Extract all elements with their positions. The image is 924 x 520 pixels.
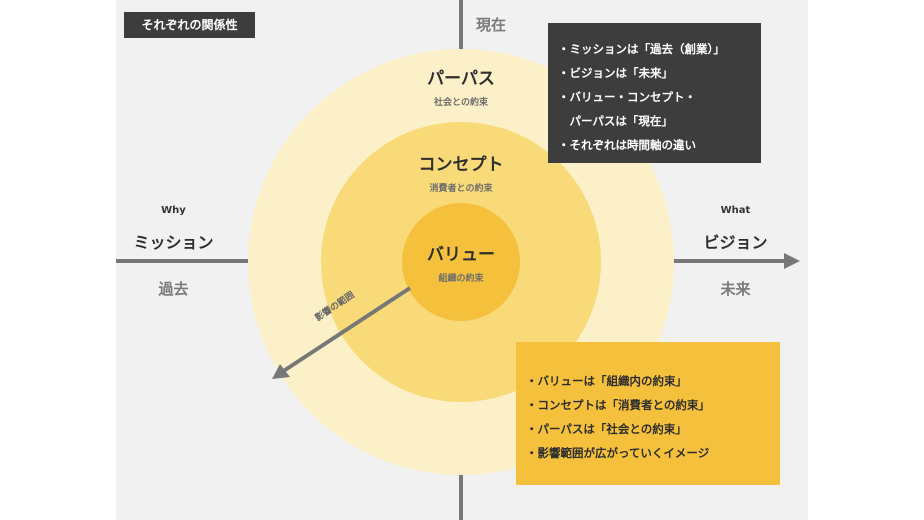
concept-title: コンセプト [418, 155, 504, 175]
horizontal-axis-right [673, 259, 789, 263]
vision-label: ビジョン [703, 233, 768, 252]
note-line: パーパスは「現在」 [558, 114, 673, 128]
arrow-right-icon [784, 253, 800, 269]
value-subtitle: 組織の約束 [438, 274, 484, 284]
slide-title-tag: それぞれの関係性 [124, 12, 255, 38]
note-line: ・ビジョンは「未来」 [558, 66, 673, 80]
past-label: 過去 [158, 280, 189, 298]
purpose-subtitle: 社会との約束 [434, 98, 488, 108]
slide: パーパス 社会との約束 コンセプト 消費者との約束 バリュー 組織の約束 影響の… [116, 0, 808, 520]
influence-arrow-icon [272, 286, 412, 379]
concept-subtitle: 消費者との約束 [429, 184, 493, 194]
note-line: ・コンセプトは「消費者との約束」 [526, 398, 710, 412]
note-line: ・バリューは「組織内の約束」 [526, 374, 687, 388]
note-line: ・バリュー・コンセプト・ [558, 90, 696, 104]
mission-label: ミッション [133, 233, 214, 252]
concept-label: コンセプト 消費者との約束 [381, 150, 541, 194]
note-line: ・パーパスは「社会との約束」 [526, 422, 687, 436]
scope-notes-box: ・バリューは「組織内の約束」 ・コンセプトは「消費者との約束」 ・パーパスは「社… [516, 342, 780, 485]
purpose-title: パーパス [427, 69, 495, 89]
time-axis-notes-box: ・ミッションは「過去（創業）」 ・ビジョンは「未来」 ・バリュー・コンセプト・ … [548, 23, 761, 163]
vertical-axis-top [459, 0, 463, 50]
note-line: ・それぞれは時間軸の違い [558, 138, 696, 152]
value-title: バリュー [427, 245, 495, 265]
note-line: ・影響範囲が広がっていくイメージ [526, 446, 710, 460]
note-line: ・ミッションは「過去（創業）」 [558, 42, 725, 56]
horizontal-axis-left [116, 259, 249, 263]
why-label: Why [161, 205, 186, 216]
future-label: 未来 [720, 280, 751, 298]
value-label: バリュー 組織の約束 [381, 240, 541, 284]
purpose-label: パーパス 社会との約束 [381, 64, 541, 108]
value-circle [402, 203, 520, 321]
what-label: What [720, 205, 751, 216]
present-label: 現在 [475, 16, 506, 34]
vertical-axis-bottom [459, 472, 463, 520]
